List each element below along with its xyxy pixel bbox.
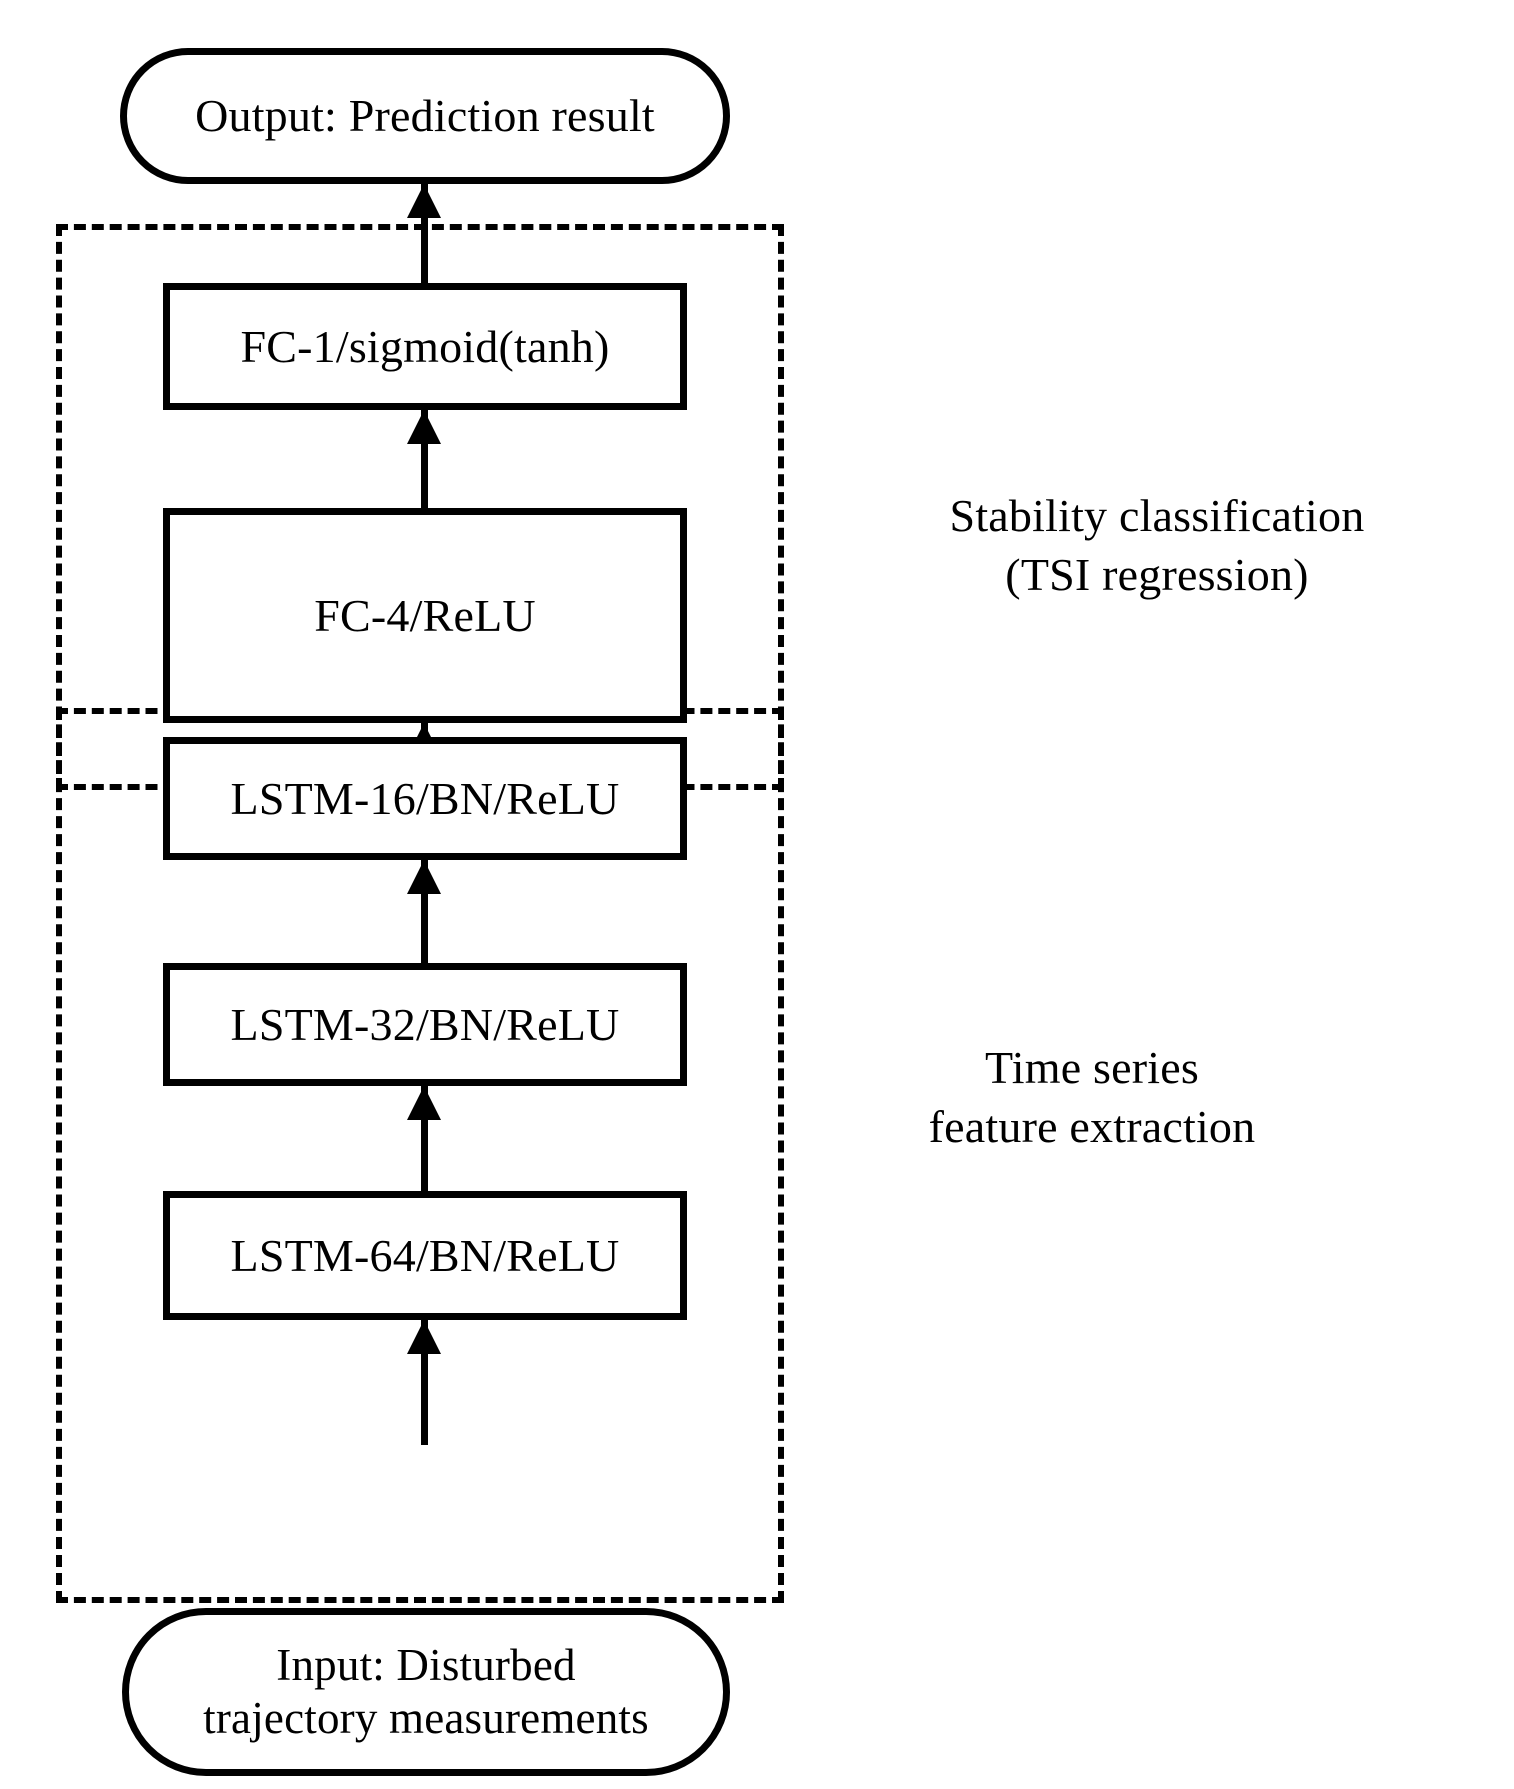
node-fc4-relu[interactable]: FC-4/ReLU: [163, 508, 687, 723]
node-lstm64-label: LSTM-64/BN/ReLU: [230, 1230, 620, 1281]
node-output-prediction-result[interactable]: Output: Prediction result: [120, 48, 730, 184]
node-lstm16-label: LSTM-16/BN/ReLU: [230, 773, 620, 824]
node-lstm32-bn-relu[interactable]: LSTM-32/BN/ReLU: [163, 963, 687, 1086]
node-lstm64-bn-relu[interactable]: LSTM-64/BN/ReLU: [163, 1191, 687, 1320]
node-lstm16-bn-relu[interactable]: LSTM-16/BN/ReLU: [163, 737, 687, 860]
node-input-disturbed-trajectory-measurements[interactable]: Input: Disturbed trajectory measurements: [122, 1608, 730, 1776]
node-lstm32-label: LSTM-32/BN/ReLU: [230, 999, 620, 1050]
group-label-stability-classification-text: Stability classification (TSI regression…: [949, 489, 1365, 600]
node-output-label: Output: Prediction result: [195, 89, 655, 141]
node-input-label: Input: Disturbed trajectory measurements: [203, 1639, 649, 1743]
group-label-time-series-feature-extraction: Time series feature extraction: [812, 980, 1372, 1157]
node-fc1-sigmoid-tanh[interactable]: FC-1/sigmoid(tanh): [163, 283, 687, 410]
group-label-time-series-feature-extraction-text: Time series feature extraction: [928, 1041, 1256, 1152]
node-fc4-label: FC-4/ReLU: [314, 590, 536, 641]
node-fc1-label: FC-1/sigmoid(tanh): [240, 321, 610, 372]
group-label-stability-classification: Stability classification (TSI regression…: [812, 428, 1502, 605]
